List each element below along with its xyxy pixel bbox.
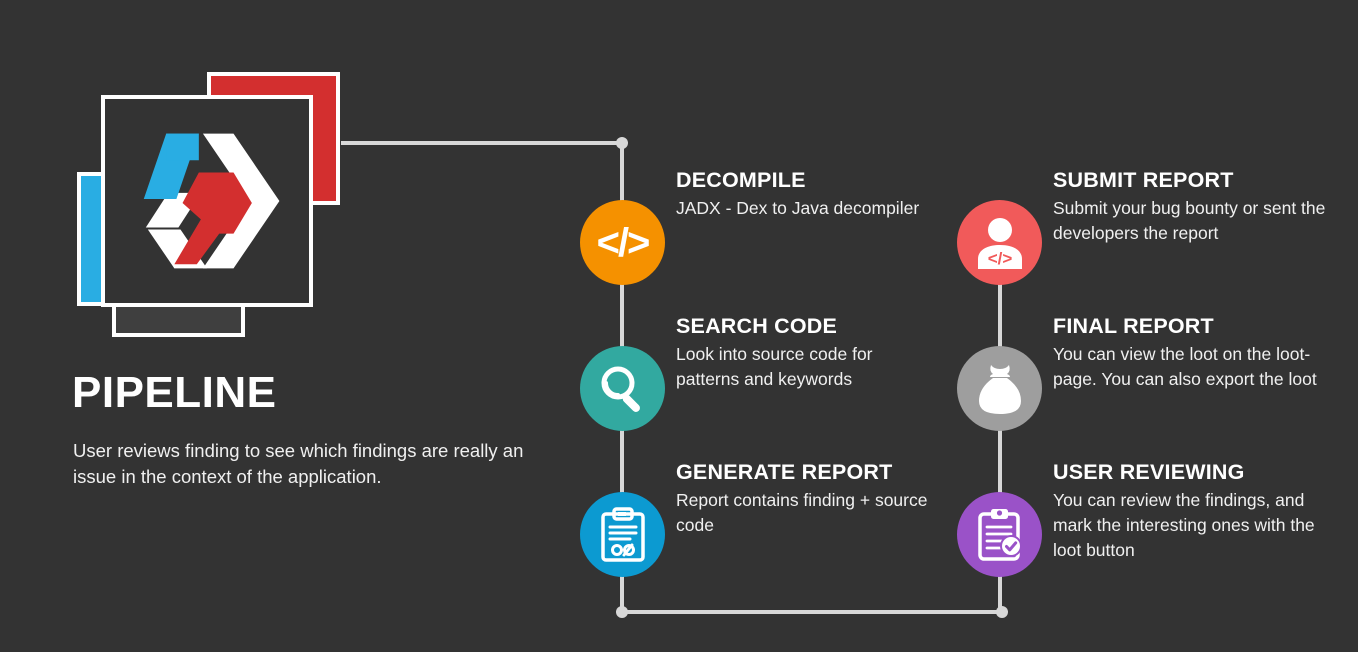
step-search-code-circle	[580, 346, 665, 431]
svg-text:</>: </>	[987, 249, 1012, 268]
step-decompile-circle: </>	[580, 200, 665, 285]
hexagon-pipeline-logo-icon	[143, 133, 280, 269]
step-submit-report-text: SUBMIT REPORT Submit your bug bounty or …	[1053, 168, 1343, 246]
step-final-report-text: FINAL REPORT You can view the loot on th…	[1053, 314, 1343, 392]
connector-dot-top	[616, 137, 628, 149]
step-generate-report-circle	[580, 492, 665, 577]
step-description: Look into source code for patterns and k…	[676, 344, 873, 389]
money-bag-icon	[978, 364, 1021, 414]
step-title: SEARCH CODE	[676, 314, 838, 338]
step-search-code-text: SEARCH CODE Look into source code for pa…	[676, 314, 936, 392]
step-description: Submit your bug bounty or sent the devel…	[1053, 198, 1326, 243]
step-description: You can review the findings, and mark th…	[1053, 490, 1315, 560]
step-title: SUBMIT REPORT	[1053, 168, 1234, 192]
connector-right-1	[998, 242, 1002, 388]
connector-left-2	[620, 388, 624, 534]
magnifier-icon	[601, 366, 640, 412]
logo-card-main	[101, 95, 313, 307]
connector-top-horizontal	[341, 141, 622, 145]
step-description: Report contains finding + source code	[676, 490, 928, 535]
step-title: GENERATE REPORT	[676, 460, 893, 484]
clipboard-code-icon	[600, 506, 645, 562]
page-title: PIPELINE	[72, 368, 277, 417]
step-title: FINAL REPORT	[1053, 314, 1214, 338]
connector-right-2	[998, 388, 1002, 534]
clipboard-check-icon	[977, 508, 1022, 561]
brand-block: PIPELINE User reviews finding to see whi…	[0, 0, 540, 652]
step-submit-report-circle: </>	[957, 200, 1042, 285]
step-description: JADX - Dex to Java decompiler	[676, 198, 920, 218]
developer-person-icon: </>	[977, 217, 1022, 269]
connector-left-1	[620, 242, 624, 388]
step-title: USER REVIEWING	[1053, 460, 1245, 484]
connector-dot-bottom-right	[996, 606, 1008, 618]
code-brackets-icon: </>	[596, 220, 651, 265]
step-title: DECOMPILE	[676, 168, 806, 192]
connector-bottom-horizontal	[620, 610, 1002, 614]
step-user-reviewing-circle	[957, 492, 1042, 577]
step-final-report-circle	[957, 346, 1042, 431]
step-description: You can view the loot on the loot-page. …	[1053, 344, 1317, 389]
page-description: User reviews finding to see which findin…	[73, 440, 524, 488]
connector-dot-bottom-left	[616, 606, 628, 618]
step-user-reviewing-text: USER REVIEWING You can review the findin…	[1053, 460, 1343, 563]
step-decompile-text: DECOMPILE JADX - Dex to Java decompiler	[676, 168, 936, 221]
connector-top-vertical	[620, 143, 624, 242]
step-generate-report-text: GENERATE REPORT Report contains finding …	[676, 460, 936, 538]
